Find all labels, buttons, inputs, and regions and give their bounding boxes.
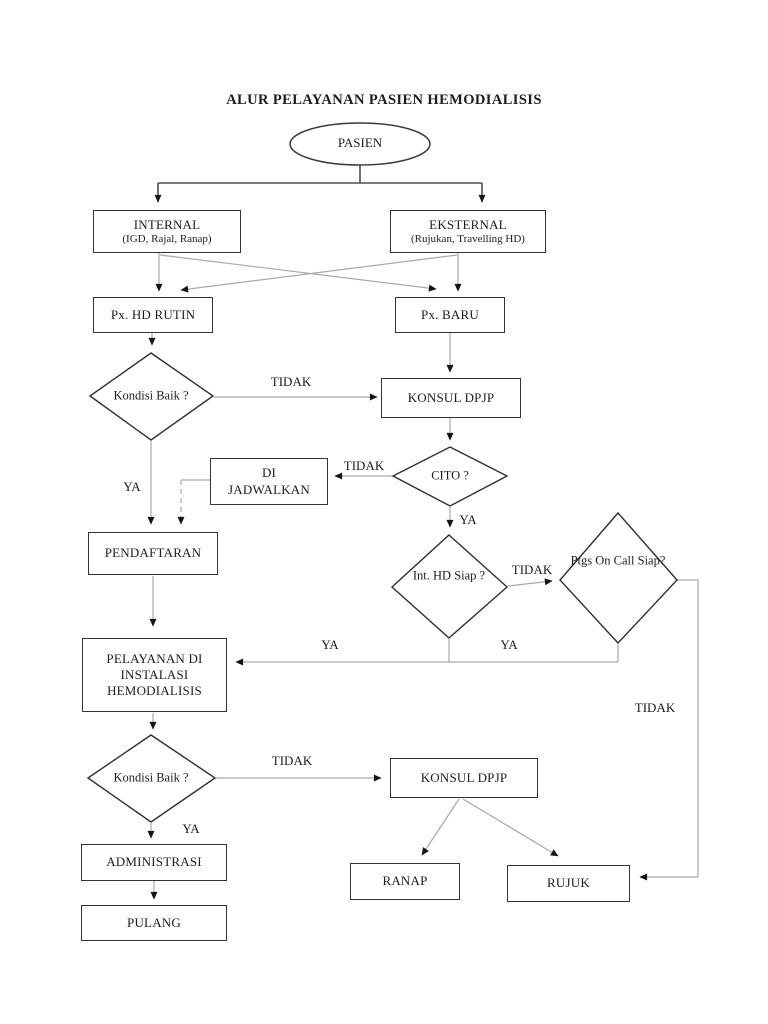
node-konsul-dpjp-1: KONSUL DPJP bbox=[381, 378, 521, 418]
edge-label-kondisi1-ya: YA bbox=[123, 479, 141, 494]
node-rujuk: RUJUK bbox=[507, 865, 630, 902]
edge-inthd-tidak-to-ptgs bbox=[507, 578, 553, 587]
kondisi-baik-2-label: Kondisi Baik ? bbox=[113, 770, 189, 785]
node-konsul-dpjp-2: KONSUL DPJP bbox=[390, 758, 538, 798]
pasien-label: PASIEN bbox=[337, 135, 383, 150]
edge-konsul2-to-ranap bbox=[421, 798, 460, 856]
node-pelayanan-line2: INSTALASI bbox=[120, 666, 189, 682]
node-ranap: RANAP bbox=[350, 863, 460, 900]
kondisi-baik-2-diamond bbox=[86, 734, 217, 823]
node-eksternal: EKSTERNAL (Rujukan, Travelling HD) bbox=[390, 210, 546, 253]
edge-internal-to-pxbaru bbox=[159, 254, 437, 292]
edge-label-cito-tidak: TIDAK bbox=[343, 458, 385, 473]
node-di-jadwalkan-line1: DI bbox=[261, 465, 277, 481]
kondisi-baik-1-diamond bbox=[88, 352, 215, 441]
page-title: ALUR PELAYANAN PASIEN HEMODIALISIS bbox=[226, 92, 542, 108]
node-pendaftaran-label: PENDAFTARAN bbox=[104, 545, 202, 561]
node-konsul-dpjp-1-label: KONSUL DPJP bbox=[407, 389, 495, 405]
node-eksternal-subtitle: (Rujukan, Travelling HD) bbox=[411, 232, 525, 245]
node-pelayanan: PELAYANAN DI INSTALASI HEMODIALISIS bbox=[82, 638, 227, 712]
node-internal-title: INTERNAL bbox=[133, 216, 201, 232]
cito-label: CITO ? bbox=[431, 468, 469, 483]
ptgs-on-call-diamond bbox=[559, 511, 678, 645]
node-ranap-label: RANAP bbox=[382, 873, 428, 889]
node-internal-subtitle: (IGD, Rajal, Ranap) bbox=[122, 232, 212, 245]
node-di-jadwalkan: DI JADWALKAN bbox=[210, 458, 328, 505]
node-px-hd-rutin-label: Px. HD RUTIN bbox=[110, 306, 196, 322]
node-px-baru-label: Px. BARU bbox=[421, 306, 479, 322]
node-px-baru: Px. BARU bbox=[395, 297, 505, 333]
edge-ptgs-tidak-to-rujuk bbox=[639, 579, 699, 881]
edge-label-kondisi2-ya: YA bbox=[182, 821, 200, 836]
edge-label-inthd-ya: YA bbox=[321, 637, 339, 652]
int-hd-siap-diamond bbox=[390, 534, 509, 639]
node-px-hd-rutin: Px. HD RUTIN bbox=[93, 297, 213, 333]
node-pendaftaran: PENDAFTARAN bbox=[88, 532, 218, 575]
node-pelayanan-line3: HEMODIALISIS bbox=[107, 683, 202, 699]
kondisi-baik-1-label: Kondisi Baik ? bbox=[113, 388, 189, 403]
node-internal: INTERNAL (IGD, Rajal, Ranap) bbox=[93, 210, 241, 253]
cito-diamond bbox=[391, 446, 509, 507]
edge-eksternal-to-pxhdrutin bbox=[180, 254, 458, 293]
pasien-split-lines bbox=[154, 165, 486, 203]
edge-label-inthd-tidak: TIDAK bbox=[511, 562, 553, 577]
node-pelayanan-line1: PELAYANAN DI bbox=[106, 650, 203, 666]
edge-konsul2-to-rujuk bbox=[462, 798, 559, 857]
node-pulang: PULANG bbox=[81, 905, 227, 941]
node-administrasi-label: ADMINISTRASI bbox=[106, 854, 202, 870]
int-hd-siap-label: Int. HD Siap ? bbox=[412, 568, 486, 583]
ptgs-on-call-label: Ptgs On Call Siap? bbox=[570, 553, 666, 568]
edge-label-kondisi1-tidak: TIDAK bbox=[270, 374, 312, 389]
node-di-jadwalkan-line2: JADWALKAN bbox=[228, 481, 310, 497]
node-pulang-label: PULANG bbox=[127, 914, 181, 930]
node-administrasi: ADMINISTRASI bbox=[81, 844, 227, 881]
edge-label-ptgs-ya: YA bbox=[500, 637, 518, 652]
edge-label-ptgs-tidak: TIDAK bbox=[634, 700, 676, 715]
node-konsul-dpjp-2-label: KONSUL DPJP bbox=[420, 769, 508, 785]
node-rujuk-label: RUJUK bbox=[547, 875, 590, 891]
edge-label-cito-ya: YA bbox=[459, 512, 477, 527]
node-eksternal-title: EKSTERNAL bbox=[429, 216, 507, 232]
edge-label-kondisi2-tidak: TIDAK bbox=[271, 753, 313, 768]
